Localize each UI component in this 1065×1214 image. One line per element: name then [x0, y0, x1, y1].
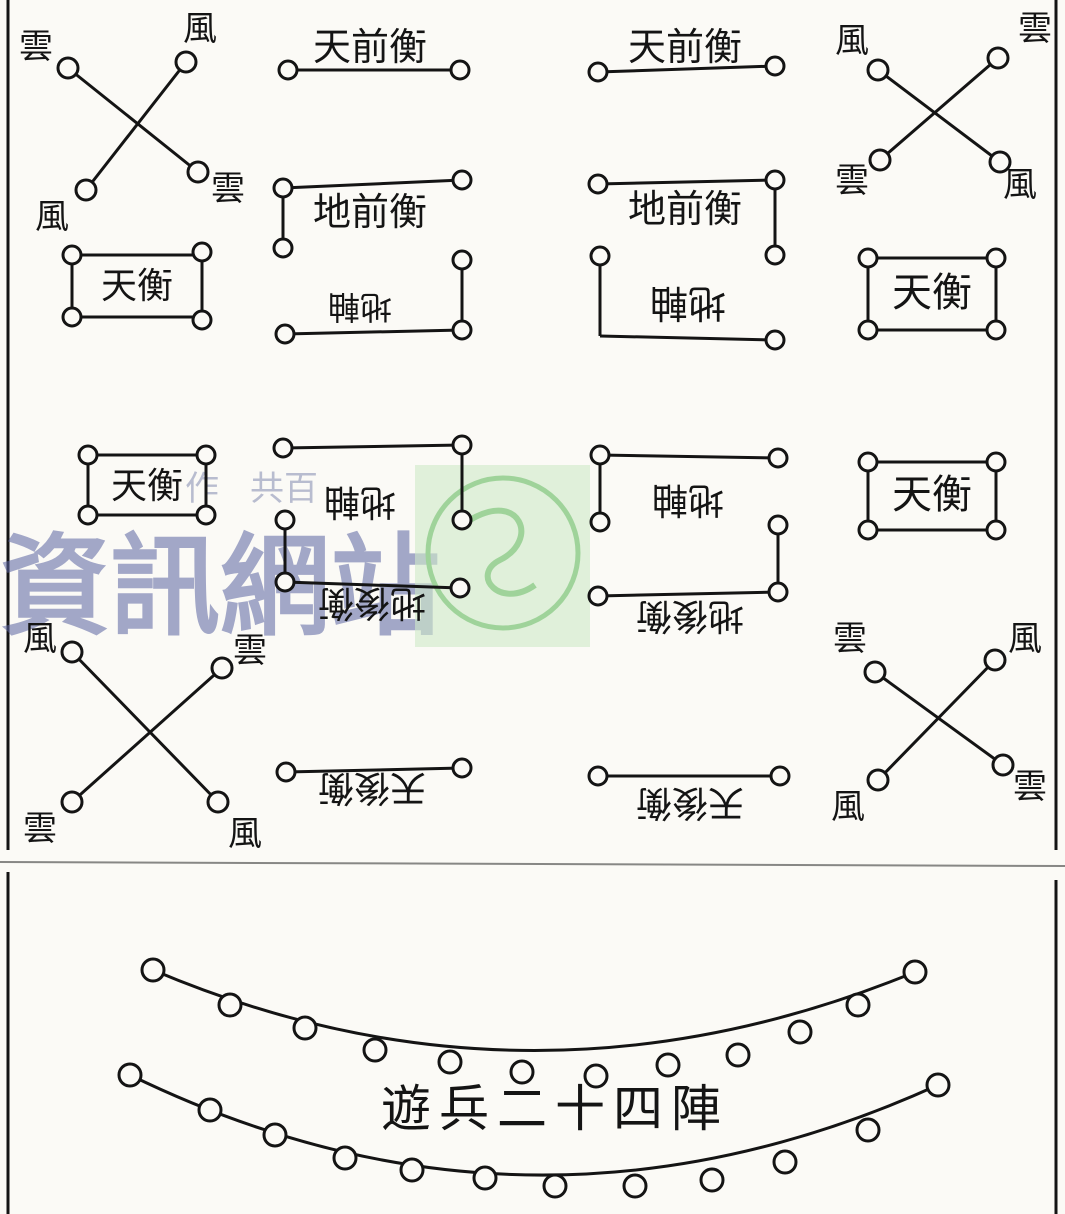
- watermark: 共百 作 資訊網站: [0, 465, 590, 651]
- right-top-qian-di-label: 地前衡: [628, 187, 742, 231]
- right-top-corner-label-3: 雲: [835, 161, 869, 201]
- left-top-di-zhou-label: 地軸: [328, 288, 392, 326]
- left-top-corner-label-4: 雲: [211, 169, 245, 209]
- left-bottom-corner-label-2: 雲: [233, 631, 267, 671]
- right-top-corner-label-1: 雲: [1018, 9, 1052, 49]
- right-bottom-corner-label-1: 風: [1008, 619, 1042, 659]
- right-top-tian-heng-label: 天衡: [892, 270, 972, 316]
- diagram-title: 遊兵二十四陣: [381, 1080, 729, 1138]
- left-top-qian-di-label: 地前衡: [313, 190, 427, 234]
- right-top-tian-heng-box: 天衡: [857, 247, 1007, 341]
- right-top-qian-tian: 天前衡: [587, 25, 786, 83]
- left-bottom-di-zhou: 地軸: [272, 434, 473, 531]
- left-top-corner-label-2: 風: [183, 9, 217, 49]
- left-top-tian-heng-box: 天衡: [61, 241, 213, 331]
- left-bottom-corner-label-3: 雲: [23, 809, 57, 849]
- left-bottom-tian-heng-label: 天衡: [111, 466, 183, 507]
- left-top-cross: 雲 風 風 雲: [19, 9, 245, 237]
- left-bottom-hou-tian: 天後衡: [275, 757, 473, 808]
- left-top-qian-di: 地前衡: [272, 169, 473, 259]
- right-top-cross: 雲 風 雲 風: [835, 9, 1052, 205]
- left-top-tian-heng-label: 天衡: [101, 266, 173, 307]
- left-top-di-zhou: 地軸: [274, 249, 473, 345]
- left-bottom-corner-label-1: 風: [23, 619, 57, 659]
- right-top-qian-di: 地前衡: [587, 169, 786, 266]
- left-bottom-hou-tian-label: 天後衡: [318, 767, 426, 808]
- right-bottom-di-zhou: 地軸: [589, 444, 789, 533]
- left-top-corner-label-3: 風: [35, 197, 69, 237]
- watermark-small-text: 共百: [250, 469, 318, 509]
- left-top-corner-label-1: 雲: [19, 27, 53, 67]
- left-top-qian-tian-label: 天前衡: [313, 25, 427, 69]
- right-bottom-corner-label-2: 雲: [833, 619, 867, 659]
- right-bottom-cross: 風 雲 雲 風: [831, 619, 1047, 827]
- right-top-corner-label-4: 風: [1003, 165, 1037, 205]
- right-bottom-tian-heng-label: 天衡: [892, 472, 972, 518]
- left-bottom-di-zhou-label: 地軸: [324, 481, 396, 522]
- right-top-di-zhou: 地軸: [589, 245, 786, 351]
- watermark-small-text-2: 作: [185, 469, 219, 509]
- left-bottom-cross: 風 雲 雲 風: [23, 619, 267, 854]
- left-bottom-hou-di-label: 地後衡: [318, 582, 426, 623]
- right-bottom-hou-tian: 天後衡: [587, 765, 791, 823]
- right-top-corner-label-2: 風: [835, 21, 869, 61]
- watermark-big-text: 資訊網站: [0, 523, 440, 651]
- left-bottom-tian-heng-box: 天衡: [77, 444, 217, 526]
- left-top-qian-tian: 天前衡: [277, 25, 471, 81]
- watermark-logo-circle: [425, 475, 581, 631]
- right-top-di-zhou-label: 地軸: [650, 281, 726, 325]
- right-bottom-di-zhou-label: 地軸: [652, 479, 724, 520]
- watermark-logo-swirl: [468, 507, 537, 597]
- upper-arc: [140, 957, 928, 1089]
- right-bottom-hou-di: 地後衡: [587, 514, 789, 636]
- right-bottom-tian-heng-box: 天衡: [857, 451, 1007, 541]
- right-top-qian-tian-label: 天前衡: [628, 25, 742, 69]
- right-bottom-corner-label-3: 雲: [1013, 767, 1047, 807]
- right-bottom-corner-label-4: 風: [831, 787, 865, 827]
- right-bottom-hou-di-label: 地後衡: [636, 595, 744, 636]
- lower-arc: [117, 1062, 951, 1199]
- left-bottom-corner-label-4: 風: [228, 814, 262, 854]
- right-bottom-hou-tian-label: 天後衡: [636, 782, 744, 823]
- left-bottom-hou-di: 地後衡: [274, 509, 471, 623]
